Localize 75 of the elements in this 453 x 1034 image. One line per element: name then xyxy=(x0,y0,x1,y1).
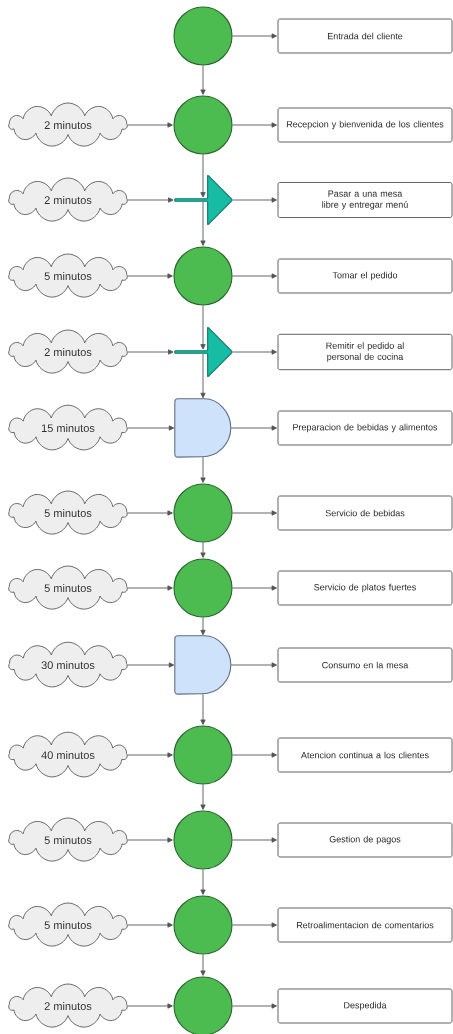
arrow xyxy=(232,33,277,39)
delay-shape xyxy=(174,398,232,458)
time-cloud: 2 minutos xyxy=(8,177,128,222)
process-circle xyxy=(173,895,233,955)
arrow xyxy=(232,510,277,516)
step-box: Despedida xyxy=(277,988,453,1024)
arrow xyxy=(200,693,206,725)
arrow xyxy=(200,542,206,558)
time-cloud: 5 minutos xyxy=(8,902,128,947)
time-cloud: 15 minutos xyxy=(8,404,128,451)
arrow xyxy=(127,752,173,758)
step-box: Pasar a una mesa libre y entregar menú xyxy=(277,182,453,218)
arrow xyxy=(127,273,173,279)
step-box: Remitir el pedido al personal de cocina xyxy=(277,333,453,371)
arrow xyxy=(127,1003,173,1009)
process-circle xyxy=(173,725,233,785)
arrow xyxy=(127,122,173,128)
step-box: Atencion continua a los clientes xyxy=(277,737,453,773)
time-cloud: 40 minutos xyxy=(8,731,128,778)
step-box: Retroalimentacion de comentarios xyxy=(277,907,453,943)
arrow xyxy=(232,122,277,128)
step-box: Gestion de pagos xyxy=(277,822,453,858)
arrow xyxy=(127,510,173,516)
time-cloud: 5 minutos xyxy=(8,817,128,862)
arrow xyxy=(127,662,175,668)
arrow xyxy=(200,617,206,636)
arrow xyxy=(232,1003,277,1009)
arrow xyxy=(233,197,277,203)
time-cloud: 5 minutos xyxy=(8,565,128,610)
process-circle xyxy=(173,558,233,618)
arrow xyxy=(233,349,277,355)
arrow xyxy=(127,349,174,355)
time-cloud: 2 minutos xyxy=(8,983,128,1028)
step-box: Tomar el pedido xyxy=(277,258,453,294)
arrow xyxy=(127,197,174,203)
arrow xyxy=(232,752,277,758)
step-box: Recepcion y bienvenida de los clientes xyxy=(277,107,453,143)
arrow xyxy=(200,65,206,95)
time-cloud: 30 minutos xyxy=(8,641,128,688)
arrow xyxy=(232,585,277,591)
time-cloud: 5 minutos xyxy=(8,490,128,535)
arrow xyxy=(232,273,277,279)
arrow xyxy=(200,869,206,895)
arrow xyxy=(127,922,173,928)
arrow xyxy=(127,585,173,591)
arrow xyxy=(200,154,206,198)
arrow xyxy=(200,201,206,246)
arrow xyxy=(200,954,206,976)
step-box: Preparacion de bebidas y alimentos xyxy=(277,410,453,446)
arrow xyxy=(232,922,277,928)
process-circle xyxy=(173,976,233,1034)
arrow xyxy=(232,837,277,843)
arrow xyxy=(230,425,277,431)
time-cloud: 2 minutos xyxy=(8,102,128,147)
arrow xyxy=(200,784,206,810)
delay-shape xyxy=(174,635,232,695)
arrow xyxy=(127,837,173,843)
process-circle xyxy=(173,246,233,306)
arrow-shape xyxy=(174,174,233,226)
process-circle xyxy=(173,95,233,155)
process-circle xyxy=(173,483,233,543)
arrow xyxy=(230,662,277,668)
process-circle xyxy=(173,810,233,870)
arrow xyxy=(127,425,175,431)
step-box: Entrada del cliente xyxy=(277,18,453,54)
process-circle xyxy=(173,6,233,66)
arrow xyxy=(200,456,206,483)
time-cloud: 2 minutos xyxy=(8,329,128,374)
arrow xyxy=(200,353,206,399)
step-box: Servicio de bebidas xyxy=(277,495,453,531)
arrow-shape xyxy=(174,326,233,378)
step-box: Consumo en la mesa xyxy=(277,647,453,683)
arrow xyxy=(200,305,206,350)
step-box: Servicio de platos fuertes xyxy=(277,570,453,606)
time-cloud: 5 minutos xyxy=(8,253,128,298)
